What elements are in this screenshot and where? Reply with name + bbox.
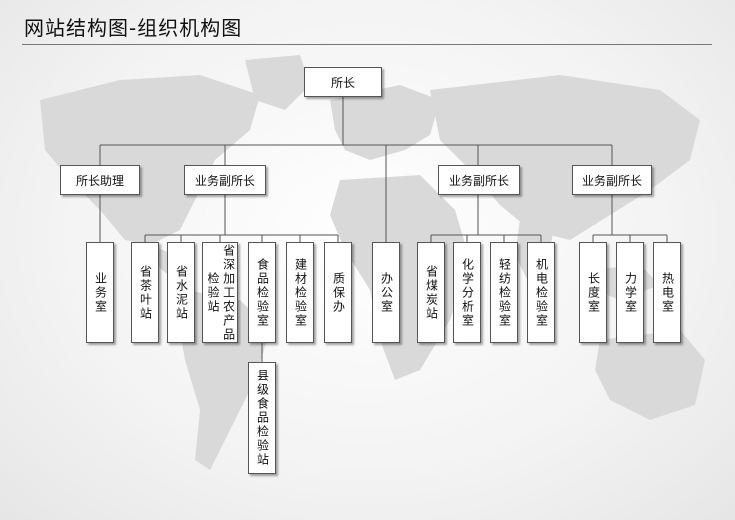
title-divider [22,44,712,45]
node-business-office: 业务室 [86,242,114,343]
node-deputy-director-2: 业务副所长 [438,165,520,195]
node-quality-office: 质保办 [324,242,352,343]
node-tea-station: 省茶叶站 [131,242,159,343]
node-food-lab: 食品检验室 [248,242,276,343]
page-title: 网站结构图-组织机构图 [24,16,243,40]
node-admin-office: 办公室 [372,242,400,343]
node-electromechanical-lab: 机电检验室 [527,242,555,343]
node-textile-lab: 轻纺检验室 [490,242,518,343]
node-cement-station: 省水泥站 [167,242,195,343]
node-director-assistant: 所长助理 [60,165,140,195]
node-length-lab: 长度室 [579,242,607,343]
node-county-food-station: 县级食品检验站 [248,362,276,474]
node-building-materials-lab: 建材检验室 [286,242,314,343]
node-deep-processing-station: 省深加工农产品检验站 [202,242,238,343]
node-thermoelectric-lab: 热电室 [653,242,681,343]
node-deputy-director-1: 业务副所长 [184,165,266,195]
node-mechanics-lab: 力学室 [616,242,644,343]
node-deputy-director-3: 业务副所长 [572,165,652,195]
node-coal-station: 省煤炭站 [417,242,445,343]
node-chemical-analysis-lab: 化学分析室 [453,242,481,343]
node-director: 所长 [304,67,382,97]
